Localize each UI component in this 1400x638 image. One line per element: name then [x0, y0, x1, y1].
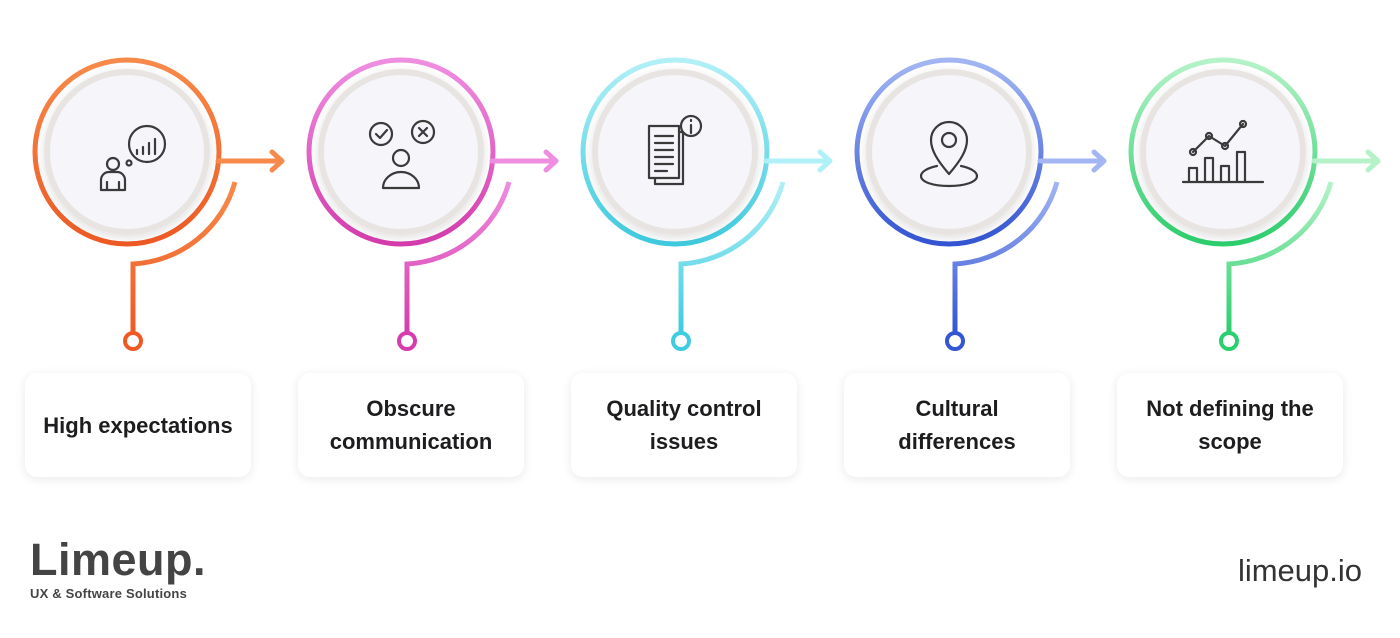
step-1 — [32, 57, 285, 351]
arrow-icon — [215, 149, 285, 173]
outer-ring — [32, 57, 222, 247]
outer-ring — [306, 57, 496, 247]
step-label-card: Not defining the scope — [1117, 373, 1343, 477]
connector-dot — [945, 331, 965, 351]
location-pin-icon — [919, 120, 979, 188]
step-2 — [306, 57, 559, 351]
connector-dot — [671, 331, 691, 351]
connector-line — [1226, 181, 1334, 332]
connector-line — [678, 181, 786, 332]
inner-disc — [1140, 69, 1306, 235]
arrow-icon — [1037, 149, 1107, 173]
outer-ring — [1128, 57, 1318, 247]
step-3 — [580, 57, 833, 351]
inner-disc — [44, 69, 210, 235]
connector-line — [130, 181, 238, 332]
outer-ring — [580, 57, 770, 247]
person-approve-reject-icon — [368, 119, 436, 190]
outer-ring — [854, 57, 1044, 247]
connector-dot — [123, 331, 143, 351]
arrow-icon — [489, 149, 559, 173]
document-info-icon — [647, 114, 703, 186]
arrow-icon — [763, 149, 833, 173]
process-diagram — [32, 57, 1381, 351]
logo-tagline: UX & Software Solutions — [30, 586, 188, 601]
connector-line — [952, 181, 1060, 332]
step-label-card: Quality control issues — [571, 373, 797, 477]
inner-disc — [866, 69, 1032, 235]
step-label-card: Obscure communication — [298, 373, 524, 477]
site-url: limeup.io — [1237, 553, 1362, 588]
step-label-card: Cultural differences — [844, 373, 1070, 477]
limeup-logo: Limeup. UX & Software Solutions — [30, 534, 207, 602]
step-label-card: High expectations — [25, 373, 251, 477]
person-thinking-chart-icon — [99, 124, 167, 192]
step-4 — [854, 57, 1107, 351]
step-5 — [1128, 57, 1381, 351]
arrow-icon — [1311, 149, 1381, 173]
growth-chart-icon — [1181, 119, 1265, 184]
inner-disc — [592, 69, 758, 235]
connector-dot — [397, 331, 417, 351]
inner-disc — [318, 69, 484, 235]
logo-name: Limeup. — [30, 534, 207, 585]
connector-dot — [1219, 331, 1239, 351]
connector-line — [404, 181, 512, 332]
